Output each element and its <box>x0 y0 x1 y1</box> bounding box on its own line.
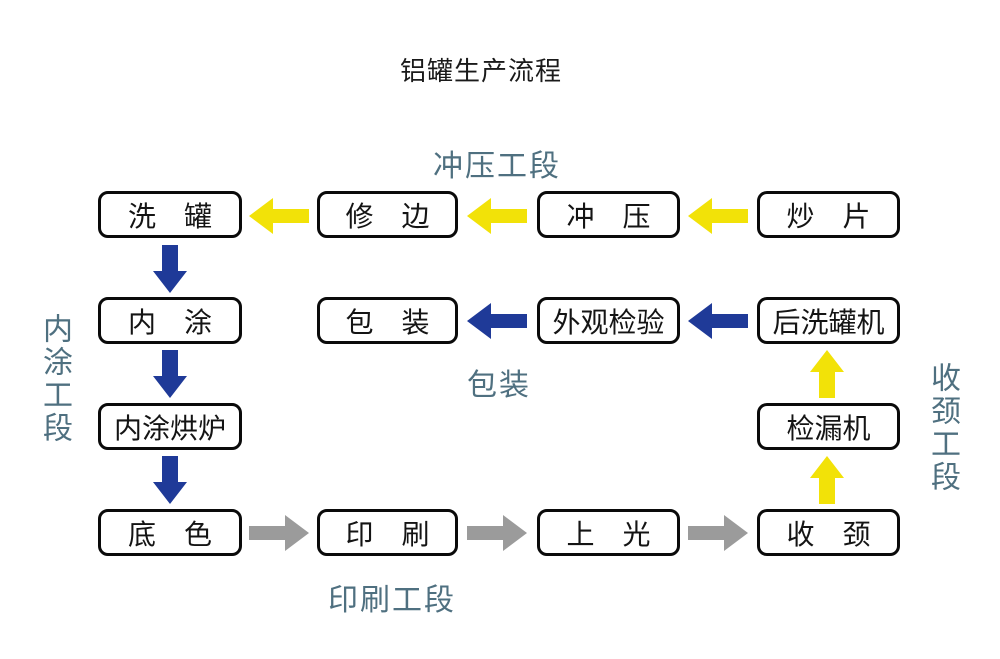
section-label-stamping: 冲压工段 <box>433 150 561 183</box>
section-label-printing: 印刷工段 <box>328 584 456 617</box>
process-box-trimming: 修 边 <box>317 191 458 238</box>
arrow-left-icon <box>688 198 748 234</box>
section-label-necking: 收颈工段 <box>926 362 959 494</box>
process-box-inner-coating-oven: 内涂烘炉 <box>98 403 242 450</box>
arrow-left-icon <box>249 198 309 234</box>
process-box-post-washer: 后洗罐机 <box>757 297 900 344</box>
arrow-right-icon <box>249 515 309 551</box>
section-label-packing: 包装 <box>467 369 531 402</box>
arrow-right-icon <box>688 515 748 551</box>
arrow-right-icon <box>467 515 527 551</box>
arrow-left-icon <box>467 303 527 339</box>
process-box-necking: 收 颈 <box>757 509 900 556</box>
process-box-sheet-feeding: 炒 片 <box>757 191 900 238</box>
arrow-down-icon <box>153 245 187 293</box>
arrow-left-icon <box>688 303 748 339</box>
process-box-varnishing: 上 光 <box>537 509 680 556</box>
process-box-stamping: 冲 压 <box>537 191 680 238</box>
section-label-inner-coating: 内涂工段 <box>38 313 71 445</box>
arrow-up-icon <box>810 350 844 398</box>
arrow-up-icon <box>810 456 844 504</box>
process-box-inner-coating: 内 涂 <box>98 297 242 344</box>
arrow-left-icon <box>467 198 527 234</box>
process-box-base-coat: 底 色 <box>98 509 242 556</box>
page-title: 铝罐生产流程 <box>399 56 562 86</box>
process-box-printing: 印 刷 <box>317 509 458 556</box>
arrow-down-icon <box>153 350 187 398</box>
process-box-visual-inspection: 外观检验 <box>537 297 680 344</box>
process-box-packing: 包 装 <box>317 297 458 344</box>
process-box-can-washing: 洗 罐 <box>98 191 242 238</box>
process-box-leak-tester: 检漏机 <box>757 403 900 450</box>
arrow-down-icon <box>153 456 187 504</box>
